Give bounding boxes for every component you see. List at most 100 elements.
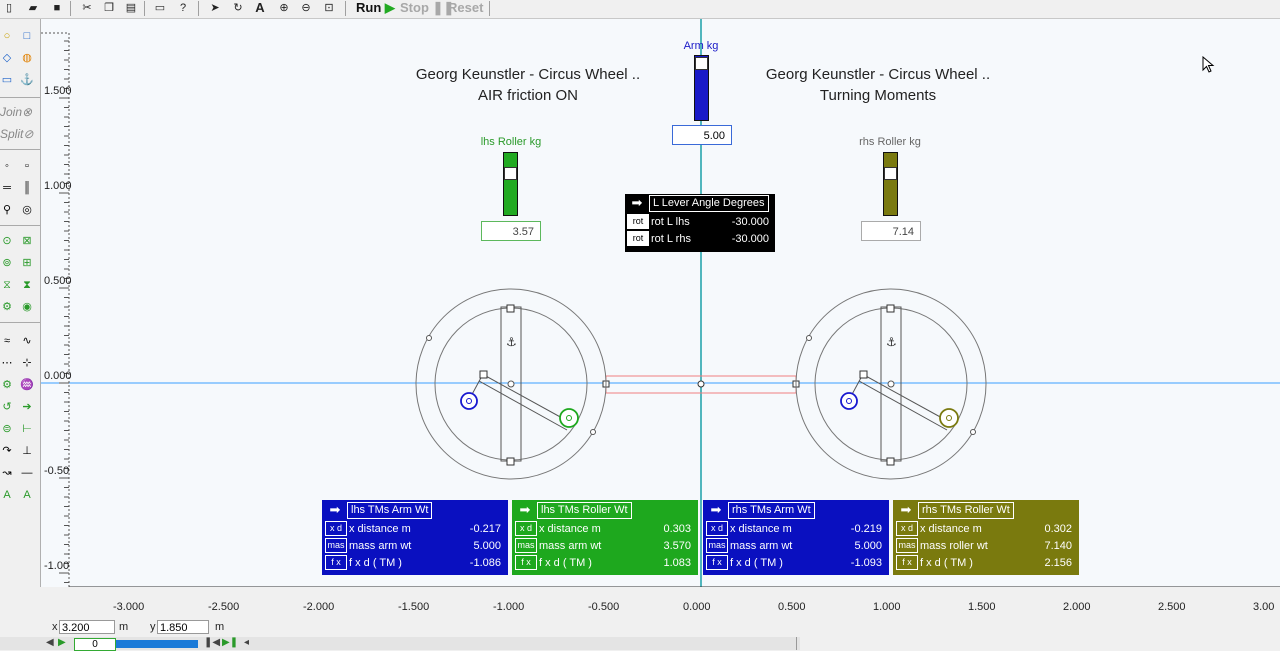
actuator-icon[interactable]: ⊠ xyxy=(22,235,32,247)
rhs-roller-kg-slider-thumb[interactable] xyxy=(884,167,897,180)
wave-spring-icon[interactable]: ∿ xyxy=(22,335,32,347)
row-icon: f x xyxy=(515,555,537,570)
left-title-line2: AIR friction ON xyxy=(477,87,579,104)
text-a-icon[interactable]: A xyxy=(3,489,11,501)
y-coord-unit: m xyxy=(215,621,225,633)
arrow-right-icon: ➡ xyxy=(900,502,912,517)
print-icon[interactable]: ▭ xyxy=(154,2,166,14)
line-tool-icon[interactable]: ↝ xyxy=(2,467,12,479)
join-button[interactable]: Join⊗ xyxy=(0,105,33,119)
zoom-out-icon[interactable]: ⊖ xyxy=(301,2,311,14)
ruler-icon[interactable]: ⊢ xyxy=(22,423,32,435)
open-folder-icon[interactable]: ▰ xyxy=(28,2,38,14)
curve-arrow-icon[interactable]: ↷ xyxy=(2,445,12,457)
tm-row-label: x distance m xyxy=(730,523,792,535)
motor-icon[interactable]: ⊙ xyxy=(2,235,12,247)
run-button[interactable]: Run ▶ xyxy=(356,0,395,15)
rhs-roller-kg-label: rhs Roller kg xyxy=(859,136,921,148)
lhs-roller-kg-slider-thumb[interactable] xyxy=(504,167,517,180)
target-icon[interactable]: ◎ xyxy=(22,204,32,216)
zoom-fit-icon[interactable]: ⊡ xyxy=(324,2,334,14)
stop-button[interactable]: Stop ❚❚ xyxy=(400,0,455,15)
playback-strip: ◀ ▶ 0 ❚◀ ▶❚ ◂ xyxy=(0,637,800,651)
reset-button[interactable]: Reset xyxy=(448,0,484,15)
pointer-icon[interactable]: ➤ xyxy=(210,2,220,14)
cut-icon[interactable]: ✂ xyxy=(82,2,92,14)
text-tool-icon[interactable]: A xyxy=(255,0,265,15)
step-forward-icon[interactable]: ▶❚ xyxy=(222,637,239,648)
damper-icon[interactable]: ⧗ xyxy=(23,279,31,291)
y-axis-ticks xyxy=(59,40,69,583)
point-tool-icon[interactable]: ◦ xyxy=(5,160,9,172)
tm-panel-title: lhs TMs Roller Wt xyxy=(537,502,632,519)
play-icon[interactable]: ▶ xyxy=(58,637,66,648)
step-back-icon[interactable]: ❚◀ xyxy=(204,637,221,648)
save-icon[interactable]: ■ xyxy=(53,2,61,14)
lhs-roller-kg-slider[interactable] xyxy=(503,152,518,216)
spring-damper-icon[interactable]: ⧖ xyxy=(3,279,11,291)
pin-icon[interactable]: ⚲ xyxy=(2,204,12,216)
slot-tool-icon[interactable]: ▭ xyxy=(1,74,13,86)
joint-icon[interactable]: ⊹ xyxy=(22,357,32,369)
anchor-tool-icon[interactable]: ⚓ xyxy=(20,74,34,86)
x-coord-field[interactable]: 3.200 xyxy=(59,620,115,634)
straight-line-icon[interactable]: — xyxy=(21,467,33,479)
linear-motor-icon[interactable]: ⊞ xyxy=(22,257,32,269)
help-icon[interactable]: ? xyxy=(179,2,187,14)
x-tick-label: 1.500 xyxy=(968,601,996,613)
frame-field[interactable]: 0 xyxy=(74,638,116,651)
arm-kg-value-field[interactable]: 5.00 xyxy=(672,125,732,145)
spring-icon[interactable]: ≈ xyxy=(3,335,11,347)
copy-icon[interactable]: ❐ xyxy=(104,2,114,14)
separator-icon[interactable]: ⊥ xyxy=(22,445,32,457)
row-icon: mas xyxy=(896,538,918,553)
text-b-icon[interactable]: A xyxy=(23,489,31,501)
vertical-slot-icon[interactable]: ║ xyxy=(23,182,31,194)
arrow-right-icon: ➡ xyxy=(329,502,341,517)
x-tick-label: -0.500 xyxy=(588,601,620,613)
gear-icon[interactable]: ⚙ xyxy=(2,301,12,313)
split-button[interactable]: Split⊘ xyxy=(0,127,34,141)
rectangle-tool-icon[interactable]: □ xyxy=(23,30,31,42)
square-point-tool-icon[interactable]: ▫ xyxy=(25,160,29,172)
x-tick-label: 0.500 xyxy=(778,601,806,613)
zoom-in-icon[interactable]: ⊕ xyxy=(279,2,289,14)
left-title: Georg Keunstler - Circus Wheel .. AIR fr… xyxy=(378,64,678,106)
x-tick-label: 2.500 xyxy=(1158,601,1186,613)
rhs-roller-kg-value-field[interactable]: 7.14 xyxy=(861,221,921,241)
lhs-roller-kg-value-field[interactable]: 3.57 xyxy=(481,221,541,241)
arm-kg-slider-thumb[interactable] xyxy=(695,57,708,70)
scroll-left-icon[interactable]: ◂ xyxy=(244,637,250,648)
rotary-motor-icon[interactable]: ⊚ xyxy=(2,257,12,269)
force-arrow-icon[interactable]: ➔ xyxy=(22,401,32,413)
tm-row-label: x distance m xyxy=(920,523,982,535)
simulation-canvas[interactable]: ⚓ ⚓ xyxy=(41,19,1280,587)
y-coord-field[interactable]: 1.850 xyxy=(157,620,209,634)
right-title-line2: Turning Moments xyxy=(819,87,937,104)
paste-icon[interactable]: ▤ xyxy=(125,2,137,14)
new-file-icon[interactable]: ▯ xyxy=(5,2,13,14)
rewind-icon[interactable]: ◀ xyxy=(46,637,54,648)
row-icon: x d xyxy=(325,521,347,536)
tm-row-value: -1.086 xyxy=(469,557,501,569)
horizontal-slot-icon[interactable]: ═ xyxy=(3,182,11,194)
circle-tool-icon[interactable]: ○ xyxy=(3,30,11,42)
polygon-tool-icon[interactable]: ◇ xyxy=(2,52,12,64)
rotary-spring-icon[interactable]: ♒ xyxy=(20,379,34,391)
pulley-icon[interactable]: ◉ xyxy=(22,301,32,313)
row-icon: f x xyxy=(706,555,728,570)
meter-icon[interactable]: ⊜ xyxy=(2,423,12,435)
curve-tool-icon[interactable]: ◍ xyxy=(22,52,32,64)
rotate-icon[interactable]: ↻ xyxy=(233,2,243,14)
torque-icon[interactable]: ⚙ xyxy=(2,379,12,391)
rope-icon[interactable]: ⋯ xyxy=(1,357,13,369)
lever-row-label: rot L lhs xyxy=(651,216,690,228)
arm-kg-slider[interactable] xyxy=(694,55,709,121)
rhs-roller-kg-slider[interactable] xyxy=(883,152,898,216)
force-rotate-icon[interactable]: ↺ xyxy=(2,401,12,413)
lever-angle-panel[interactable]: ➡ L Lever Angle Degrees rot rot L lhs -3… xyxy=(625,194,775,252)
